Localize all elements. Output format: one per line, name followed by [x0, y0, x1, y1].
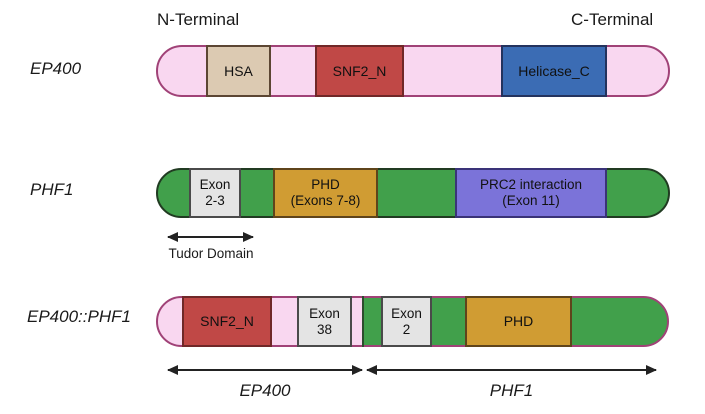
domain-phd-phf1: PHD (Exons 7-8): [273, 168, 378, 218]
protein-bar-phf1: Exon 2-3 PHD (Exons 7-8) PRC2 interactio…: [156, 168, 670, 218]
domain-phd-fusion: PHD: [465, 296, 572, 347]
protein-bar-ep400: HSA SNF2_N Helicase_C: [156, 45, 670, 97]
domain-exon-38: Exon 38: [297, 296, 352, 347]
domain-exon-2-3: Exon 2-3: [189, 168, 241, 218]
phf1-span-label: PHF1: [489, 381, 534, 400]
c-terminal-label: C-Terminal: [571, 10, 654, 29]
fusion-junction-divider: [362, 296, 364, 347]
domain-exon-2: Exon 2: [381, 296, 432, 347]
domain-snf2n-ep400: SNF2_N: [315, 45, 404, 97]
tudor-domain-label: Tudor Domain: [168, 246, 254, 261]
n-terminal-label: N-Terminal: [157, 10, 240, 29]
phf1-span-arrow: [366, 365, 657, 375]
row-label-phf1: PHF1: [30, 180, 74, 199]
tudor-domain-arrow: [167, 232, 254, 242]
domain-hsa: HSA: [206, 45, 271, 97]
ep400-span-label: EP400: [239, 381, 291, 400]
domain-helicase-c: Helicase_C: [501, 45, 607, 97]
ep400-span-arrow: [167, 365, 363, 375]
row-label-ep400: EP400: [30, 59, 82, 78]
row-label-fusion: EP400::PHF1: [27, 307, 131, 326]
domain-prc2-interaction: PRC2 interaction (Exon 11): [455, 168, 607, 218]
domain-snf2n-fusion: SNF2_N: [182, 296, 272, 347]
protein-bar-fusion: SNF2_N Exon 38 Exon 2 PHD: [156, 296, 669, 347]
